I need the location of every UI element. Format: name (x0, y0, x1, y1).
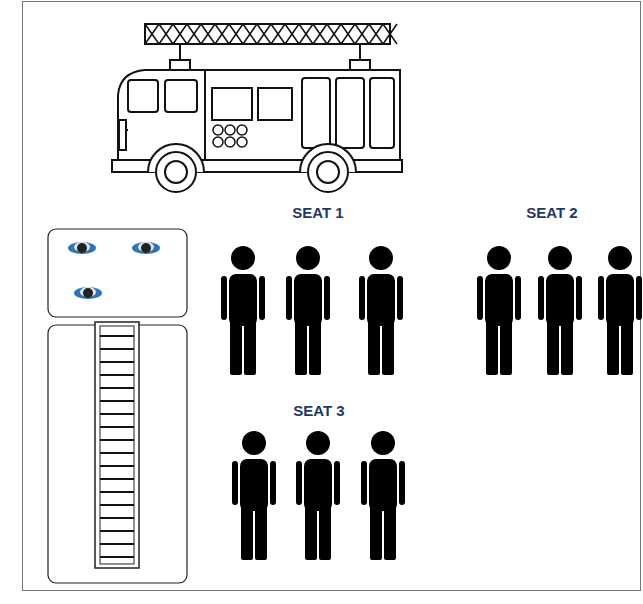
seated-crew-icon (132, 242, 160, 254)
seat-label: SEAT 3 (293, 402, 344, 420)
frame (23, 2, 641, 591)
seat-label: SEAT 1 (292, 204, 343, 222)
fire-truck (112, 24, 402, 192)
ladder (95, 322, 139, 568)
seat-label: SEAT 2 (526, 204, 577, 222)
seat-panel (48, 229, 187, 317)
ladder-rungs (100, 336, 134, 557)
seated-crew-icon (68, 242, 96, 254)
seated-crew-icon (74, 287, 102, 299)
ladder-rails (100, 326, 134, 564)
crew-figures (221, 246, 642, 560)
